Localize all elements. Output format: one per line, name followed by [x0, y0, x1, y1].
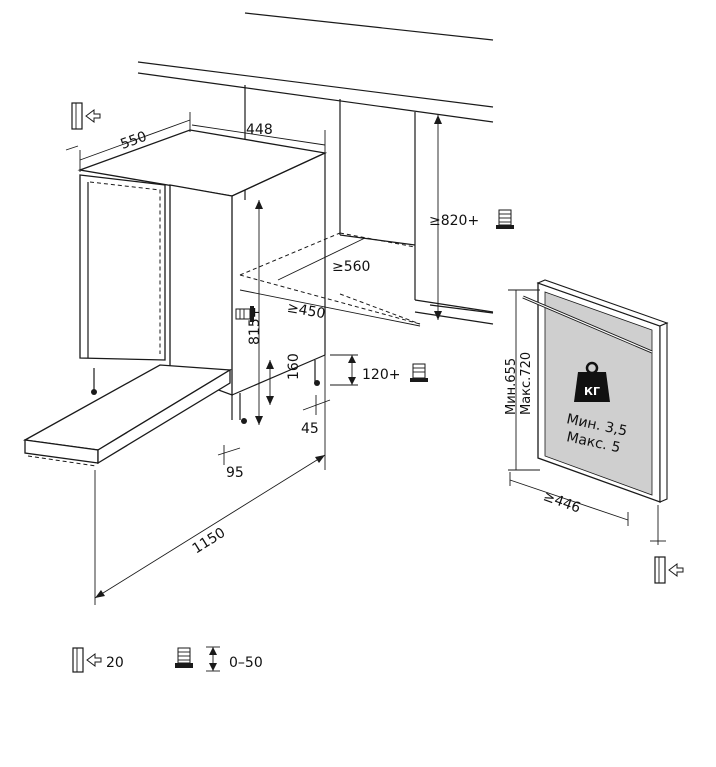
plinth-height-label: 160 — [286, 353, 302, 380]
legend-foot-range: 0–50 — [229, 655, 263, 671]
door-reach-label: 1150 — [190, 525, 229, 557]
legend-foot-icon — [175, 647, 193, 668]
cabinet-width-label: 448 — [246, 122, 273, 138]
weight-kg-icon: КГ — [574, 361, 610, 402]
foot-adjust-label: 120+ — [362, 367, 400, 383]
niche-depth-dimension: ≥560 — [277, 237, 370, 281]
niche-width-label: ≥450 — [286, 300, 327, 322]
door-gap-label: 95 — [226, 465, 244, 481]
plinth-height-dimension: 160 — [266, 353, 302, 405]
legend-clearance-value: 20 — [106, 655, 124, 671]
wall-clearance-arrow-icon-right — [650, 505, 684, 584]
appliance-height-dimension: 815+ — [247, 200, 263, 425]
door-height-dimension: Мин.655 Макс.720 — [504, 289, 540, 471]
appliance-height-label: 815+ — [247, 307, 263, 345]
adjustable-foot-icon-small — [410, 363, 428, 382]
niche-floor-outline — [239, 232, 421, 325]
door-height-min-label: Мин.655 — [504, 358, 519, 415]
weight-unit-label: КГ — [584, 385, 600, 398]
legend: 20 0–50 — [72, 646, 263, 673]
left-cabinet-side — [79, 174, 166, 361]
niche-height-dimension: ≥820+ — [429, 115, 479, 320]
legend-clearance-icon — [72, 647, 102, 673]
niche-width-dimension: ≥450 — [239, 289, 421, 327]
worktop-lines — [137, 12, 494, 325]
foot-adjust-dimension: 120+ — [330, 354, 400, 386]
door-width-label: ≥446 — [541, 488, 583, 516]
adjustable-foot-icon — [496, 209, 514, 229]
wall-clearance-arrow-icon — [71, 102, 101, 130]
adjustable-foot-icon-side — [235, 306, 254, 322]
open-door — [22, 364, 233, 467]
door-height-max-label: Макс.720 — [519, 352, 534, 415]
niche-depth-label: ≥560 — [332, 259, 370, 275]
legend-range-arrow — [206, 646, 220, 672]
width-dimension: 448 — [191, 122, 326, 158]
foot-offset-label: 45 — [301, 421, 319, 437]
foot-offset-dimension: 45 — [301, 395, 331, 437]
door-gap-dimension: 95 — [217, 445, 244, 481]
niche-height-label: ≥820+ — [429, 213, 479, 229]
